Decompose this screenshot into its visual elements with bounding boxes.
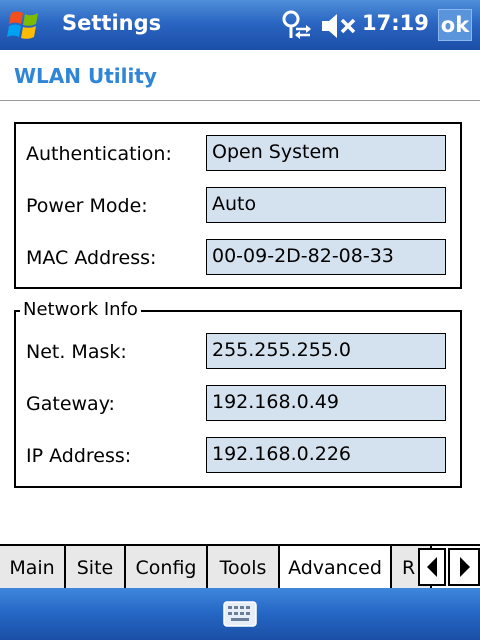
tab-config[interactable]: Config bbox=[126, 546, 208, 588]
network-info-legend: Network Info bbox=[20, 299, 141, 320]
tab-site[interactable]: Site bbox=[66, 546, 126, 588]
power-mode-label: Power Mode: bbox=[26, 195, 148, 217]
tab-scroll-left-button[interactable] bbox=[418, 548, 446, 586]
network-info-group bbox=[14, 310, 462, 488]
title-divider bbox=[0, 100, 480, 101]
authentication-label: Authentication: bbox=[26, 143, 172, 165]
mac-address-label: MAC Address: bbox=[26, 247, 157, 269]
windows-start-icon[interactable] bbox=[5, 5, 45, 45]
power-mode-field: Auto bbox=[206, 187, 446, 223]
general-group bbox=[14, 122, 462, 289]
tab-main[interactable]: Main bbox=[0, 546, 66, 588]
authentication-field: Open System bbox=[206, 135, 446, 171]
page-title: WLAN Utility bbox=[14, 64, 157, 88]
gateway-field: 192.168.0.49 bbox=[206, 385, 446, 421]
ok-button[interactable]: ok bbox=[438, 9, 472, 41]
arrow-right-icon bbox=[460, 557, 470, 577]
clock[interactable]: 17:19 bbox=[362, 11, 429, 35]
net-mask-label: Net. Mask: bbox=[26, 341, 127, 363]
connectivity-icon[interactable] bbox=[278, 9, 314, 41]
volume-muted-icon[interactable] bbox=[320, 12, 358, 40]
mac-address-field: 00-09-2D-82-08-33 bbox=[206, 239, 446, 275]
net-mask-field: 255.255.255.0 bbox=[206, 333, 446, 369]
ip-address-label: IP Address: bbox=[26, 445, 132, 467]
tab-bar: Main Site Config Tools Advanced R bbox=[0, 544, 480, 588]
window-title: Settings bbox=[62, 11, 162, 35]
arrow-left-icon bbox=[427, 557, 437, 577]
gateway-label: Gateway: bbox=[26, 393, 115, 415]
keyboard-icon[interactable] bbox=[223, 601, 257, 627]
ip-address-field: 192.168.0.226 bbox=[206, 437, 446, 473]
tab-tools[interactable]: Tools bbox=[208, 546, 280, 588]
tab-scroll-right-button[interactable] bbox=[448, 548, 480, 586]
tab-advanced[interactable]: Advanced bbox=[280, 544, 392, 588]
title-bar: Settings 17:19 ok bbox=[0, 0, 480, 50]
bottom-bar bbox=[0, 588, 480, 640]
tab-bar-border bbox=[0, 544, 480, 546]
